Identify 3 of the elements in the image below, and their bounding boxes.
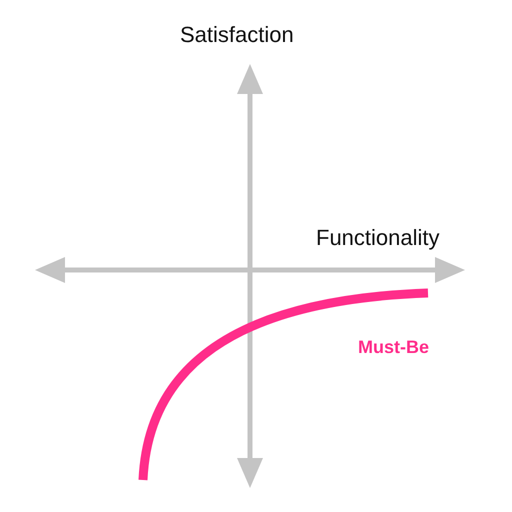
axis-label: Satisfaction (180, 24, 294, 46)
curve-label: Must-Be (358, 338, 429, 356)
axis-label: Functionality (316, 227, 440, 249)
